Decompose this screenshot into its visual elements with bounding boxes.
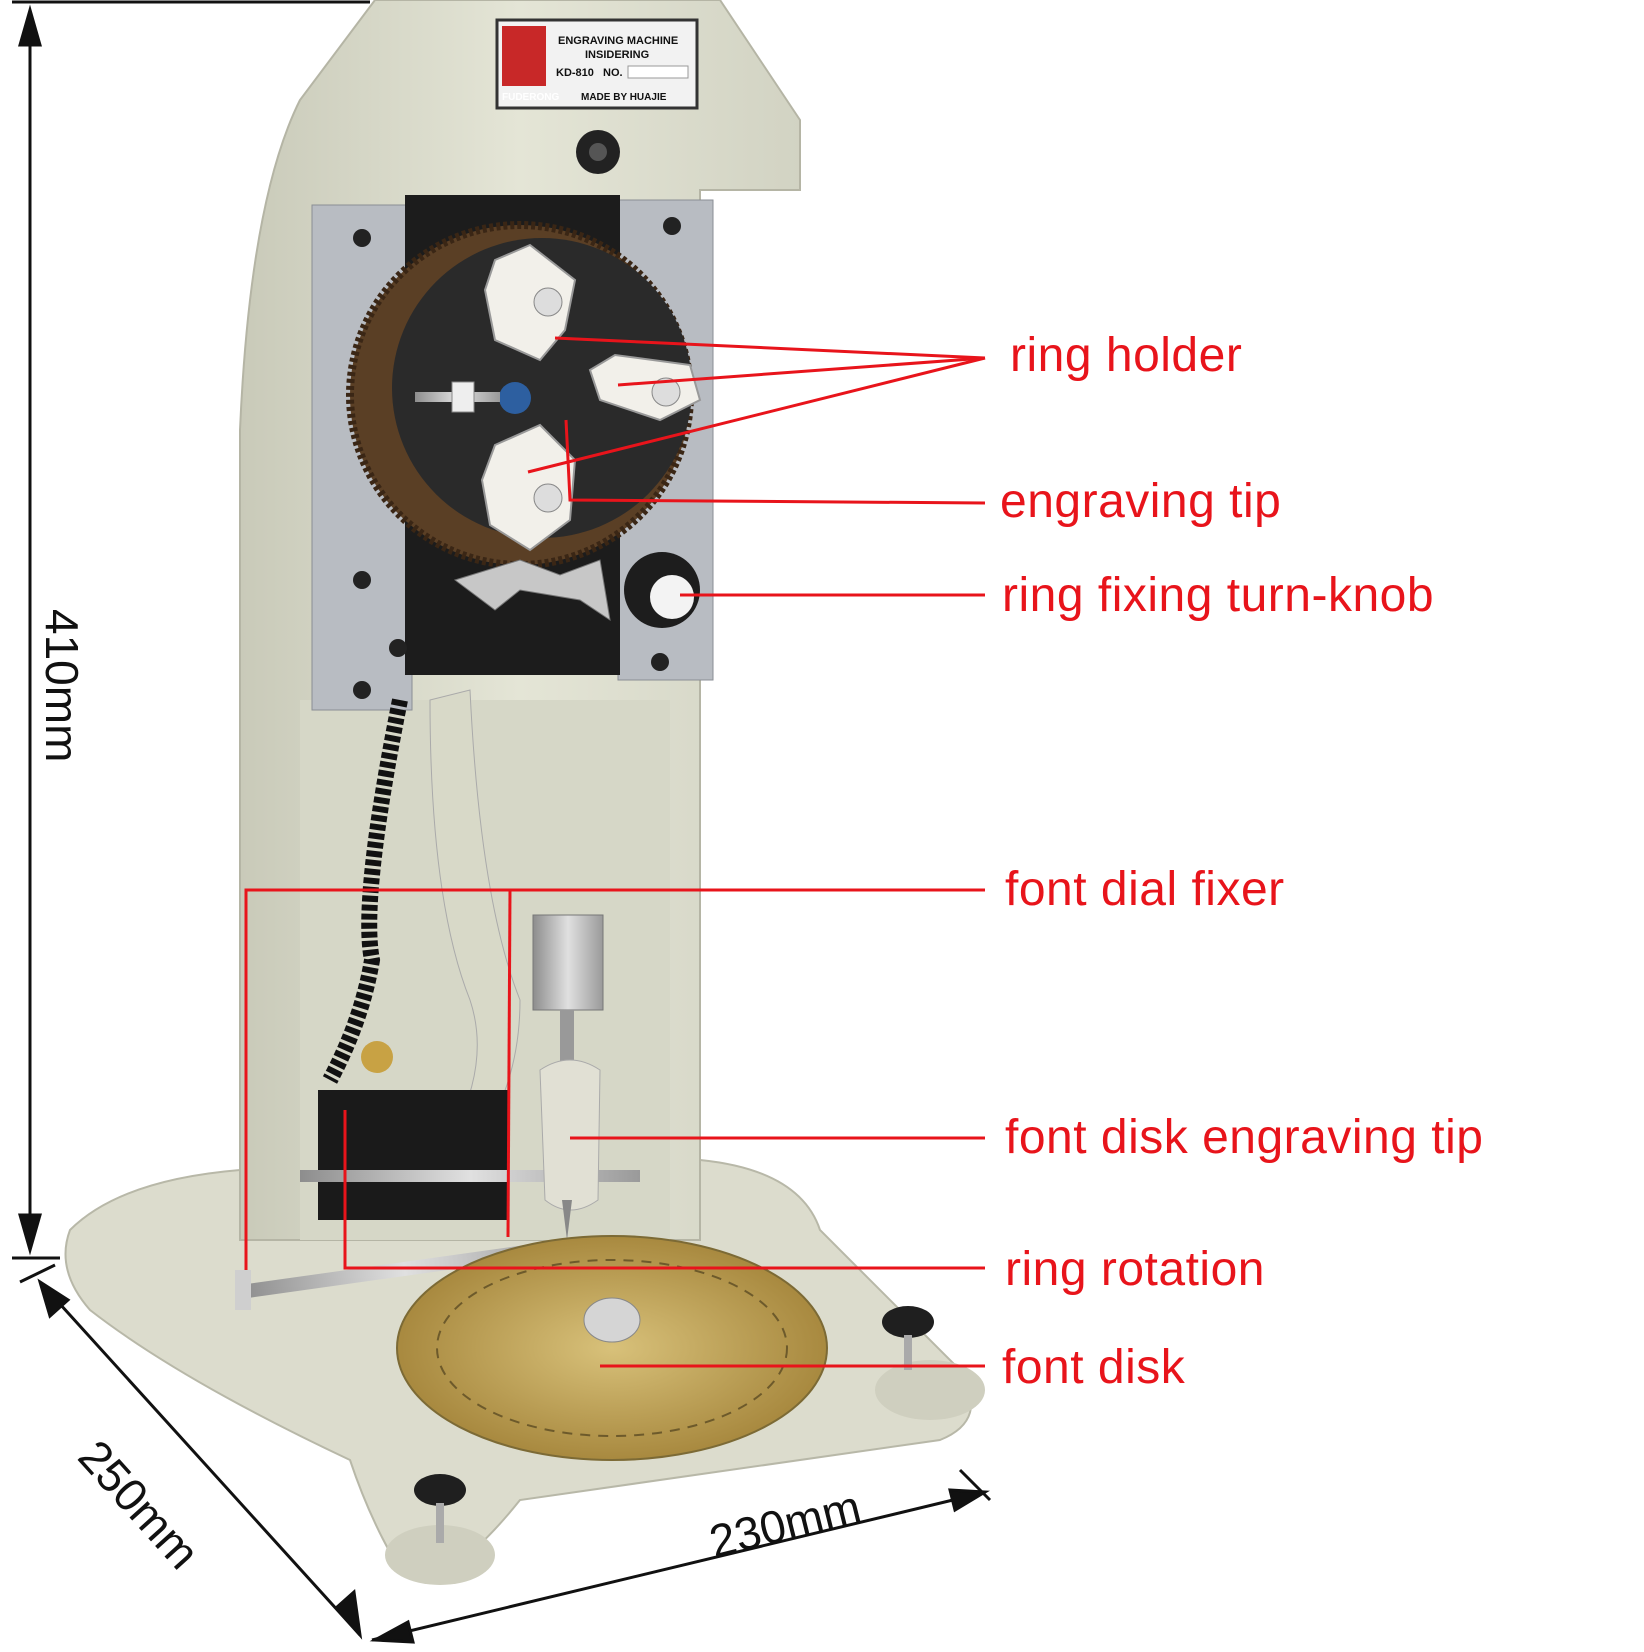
stylus-body (539, 1059, 601, 1211)
nameplate-model: KD-810 (556, 67, 594, 79)
nameplate-brand: FUDERONG (502, 92, 559, 103)
annotation-lines (244, 336, 986, 1368)
font-disk (396, 1235, 828, 1461)
dimension-lines (12, 0, 992, 1644)
stylus-weight (532, 914, 604, 1011)
nameplate-line1: ENGRAVING MACHINE (558, 35, 678, 47)
ring-holder-wheel (392, 238, 692, 538)
nameplate-no: NO. (603, 67, 623, 79)
dimension-height: 410mm (36, 609, 88, 763)
label-font-dial-fixer: font dial fixer (1005, 863, 1285, 916)
label-font-disk: font disk (1002, 1341, 1186, 1394)
label-ring-rotation: ring rotation (1005, 1243, 1265, 1296)
label-ring-fixing-turn-knob: ring fixing turn-knob (1002, 569, 1435, 622)
label-ring-holder: ring holder (1010, 329, 1243, 382)
nameplate-maker: MADE BY HUAJIE (581, 92, 667, 103)
label-font-disk-engraving-tip: font disk engraving tip (1005, 1111, 1484, 1164)
nameplate-line2: INSIDERING (585, 49, 649, 61)
label-engraving-tip: engraving tip (1000, 475, 1282, 528)
